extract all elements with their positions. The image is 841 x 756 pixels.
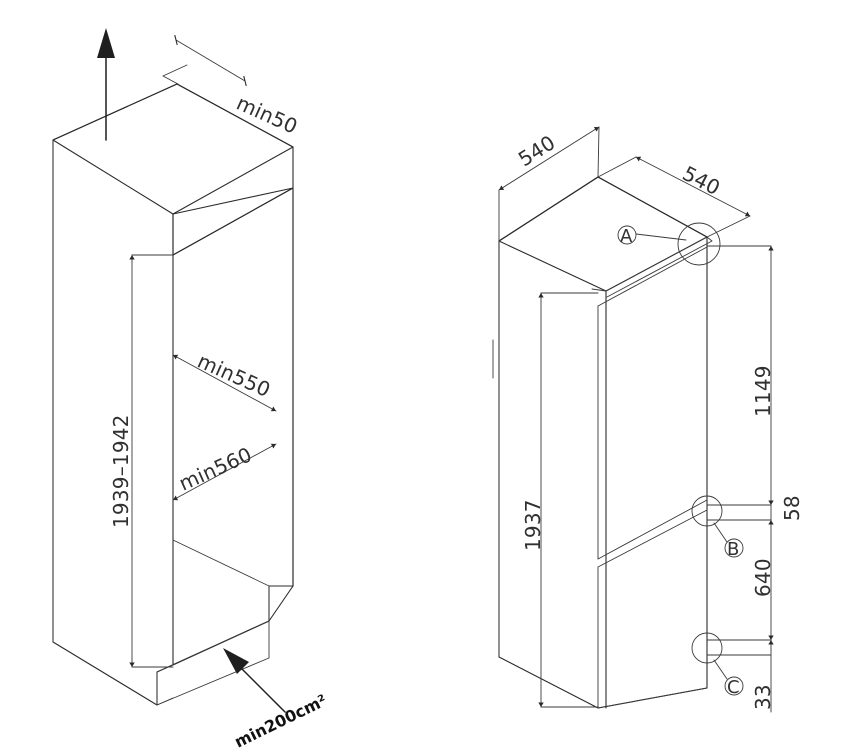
left-base xyxy=(156,620,270,706)
min50-label: min50 xyxy=(233,91,301,139)
upper-door-label: 1149 xyxy=(751,365,775,417)
total-height-label: 1937 xyxy=(521,499,545,551)
callout-c-leader xyxy=(713,659,728,680)
width-dimension-line xyxy=(498,126,600,191)
left-inner-opening xyxy=(172,187,294,666)
callout-a-leader xyxy=(635,233,687,241)
depth-right-extension xyxy=(706,215,751,238)
callout-b-zoom-circle xyxy=(691,495,723,527)
bottom-label: 33 xyxy=(751,684,775,710)
vent-area-label: min200cm² xyxy=(231,691,329,752)
callout-c-zoom-circle xyxy=(691,632,723,664)
callout-a-label: A xyxy=(620,226,633,247)
width-right-extension xyxy=(597,126,600,178)
callout-a-zoom-circle xyxy=(677,222,721,266)
min550-label: min550 xyxy=(194,349,274,402)
left-front-frame xyxy=(172,187,294,256)
left-top-face xyxy=(52,83,294,215)
right-top-face xyxy=(498,176,708,292)
callout-b-label: B xyxy=(727,539,739,560)
right-door-upper xyxy=(597,246,708,560)
depth-dimension-line xyxy=(635,156,751,217)
left-inner-shelf xyxy=(156,539,270,706)
right-appliance-outline xyxy=(498,176,708,709)
callout-b-circle xyxy=(724,538,744,558)
callout-a-circle xyxy=(617,225,637,245)
right-callouts: A B C xyxy=(617,222,744,698)
right-door-lower xyxy=(597,509,708,709)
min560-label: min560 xyxy=(175,442,255,495)
upward-arrow-head xyxy=(97,28,115,58)
min550-dimension-line xyxy=(172,354,277,412)
vent-arrow-head xyxy=(223,648,249,674)
min50-dimension-line xyxy=(174,34,247,87)
callout-b-leader xyxy=(713,522,728,543)
callout-c-circle xyxy=(724,676,744,696)
vent-arrow-shaft xyxy=(234,661,286,713)
height-range-label: 1939–1942 xyxy=(109,414,133,528)
right-dimensions: 540 540 1937 1149 58 640 33 xyxy=(498,126,804,713)
min560-dimension-line xyxy=(172,443,277,501)
left-top-vent xyxy=(162,64,188,85)
callout-c-label: C xyxy=(727,677,740,698)
width-label: 540 xyxy=(514,130,560,171)
depth-left-extension xyxy=(597,156,637,178)
gap-label: 58 xyxy=(780,495,804,521)
left-dimensions: min50 1939–1942 min550 min560 min200cm² xyxy=(97,28,330,752)
depth-label: 540 xyxy=(679,161,724,200)
lower-door-label: 640 xyxy=(751,558,775,597)
left-side-edge xyxy=(52,139,158,706)
right-appliance xyxy=(492,176,713,709)
